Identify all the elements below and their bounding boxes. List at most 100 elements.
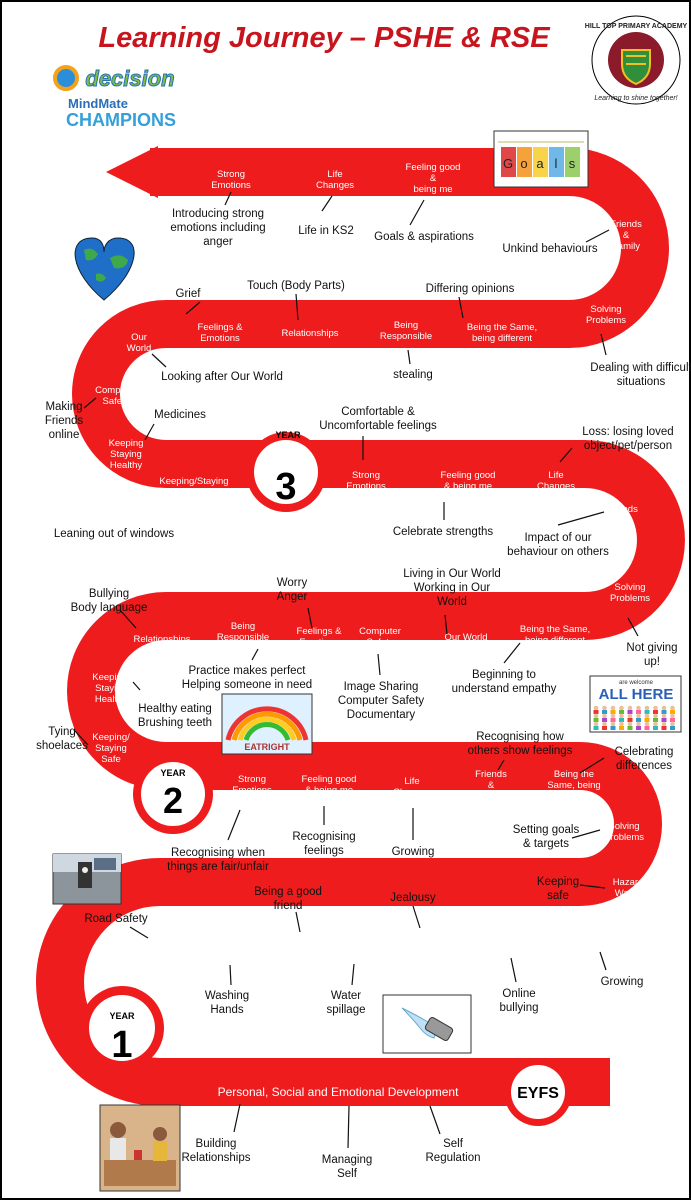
text-line: Computer <box>359 626 401 637</box>
crowd-person-head <box>636 713 641 719</box>
text-line: Feelings & <box>297 626 343 637</box>
text-line: Healthy <box>95 694 127 705</box>
text-line: Beginning to <box>472 669 536 681</box>
text-line: Emotions <box>200 333 240 344</box>
text-line: Bullying <box>89 588 129 600</box>
topic-label: Jealousy <box>390 892 436 904</box>
text-line: Staying <box>110 449 142 460</box>
crowd-person-head <box>644 705 650 711</box>
text-line: Life <box>327 169 342 180</box>
text-line: Washing <box>205 990 249 1002</box>
text-line: Self <box>337 1168 358 1180</box>
goal-tag <box>517 147 532 177</box>
crowd-person-body <box>602 726 607 730</box>
text-line: Safe <box>184 487 204 498</box>
crowd-person-body <box>593 710 599 714</box>
crowd-person-head <box>670 713 675 719</box>
topic-label: Touch (Body Parts) <box>247 280 345 292</box>
crowd-person-head <box>636 705 641 711</box>
year3-marker: YEAR 3 <box>246 430 326 512</box>
crowd-person-body <box>602 710 607 714</box>
crowd-person-head <box>619 705 624 711</box>
text-line: Emotions <box>211 180 251 191</box>
crowd-person-head <box>593 721 599 727</box>
text-line: Worry <box>277 577 308 589</box>
crowd-person-body <box>593 726 599 730</box>
text-line: Being the Same, <box>467 322 537 333</box>
crowd-person-head <box>636 721 641 727</box>
text-line: Responsible <box>380 331 432 342</box>
eatright-image: EATRIGHT <box>221 693 313 755</box>
text-line: Computer Safety <box>338 695 425 707</box>
crowd-person-head <box>653 705 658 711</box>
text-line: Strong <box>238 774 266 785</box>
track-label: Feelings &Emotions <box>415 932 461 954</box>
text-line: Our World <box>444 632 487 643</box>
text-line: Being <box>394 320 418 331</box>
text-line: Emotions <box>232 785 272 796</box>
text-line: Same, being <box>547 780 600 791</box>
track-label: Being the Same,being different <box>467 322 537 344</box>
text-line: Living in Our World <box>403 568 501 580</box>
text-line: Watch <box>615 888 642 899</box>
text-line: safe <box>547 890 569 902</box>
text-line: Growing <box>601 976 644 988</box>
topic-label: Differing opinions <box>426 283 515 295</box>
text-line: Relationships <box>278 935 335 946</box>
track-label: Friends&Family <box>610 219 642 252</box>
text-line: things are fair/unfair <box>167 861 269 873</box>
topic-label: Grief <box>176 288 202 300</box>
track-label: Feelings &Emotions <box>297 626 343 648</box>
crowd-person-body <box>661 726 667 730</box>
svg-text:G: G <box>503 156 513 171</box>
crowd-person-head <box>602 721 607 727</box>
text-line: Feeling good <box>406 162 461 173</box>
text-line: Relationships <box>181 1152 250 1164</box>
text-line: differences <box>616 760 672 772</box>
text-line: Friends <box>606 504 638 515</box>
text-line: stealing <box>393 369 433 381</box>
svg-text:are welcome: are welcome <box>619 680 654 686</box>
text-line: Recognising when <box>171 847 265 859</box>
text-line: being different <box>472 333 532 344</box>
track-label: Feeling good& being me <box>441 470 496 492</box>
crowd-person-head <box>602 705 607 711</box>
goals-image: G o a l s <box>493 130 589 188</box>
text-line: Regulation <box>426 1152 481 1164</box>
text-line: & <box>430 173 437 184</box>
text-line: Self <box>443 1138 464 1150</box>
all-here-image: are welcome ALL HERE <box>589 675 682 733</box>
topic-label: Comfortable &Uncomfortable feelings <box>319 406 437 432</box>
crowd-person-head <box>661 713 667 719</box>
text-line: Recognising how <box>476 731 564 743</box>
topic-label: Growing <box>601 976 644 988</box>
crowd-person-head <box>644 713 650 719</box>
topic-label: Leaning out of windows <box>54 528 174 540</box>
crowd-person-head <box>627 705 633 711</box>
text-line: Building <box>196 1138 237 1150</box>
svg-text:o: o <box>520 156 527 171</box>
text-line: Keeping/ <box>92 672 130 683</box>
text-line: Managing <box>322 1154 373 1166</box>
crowd-person-head <box>593 713 599 719</box>
track-label: Feeling good& being me <box>302 774 357 796</box>
text-line: Loss: losing loved <box>582 426 673 438</box>
